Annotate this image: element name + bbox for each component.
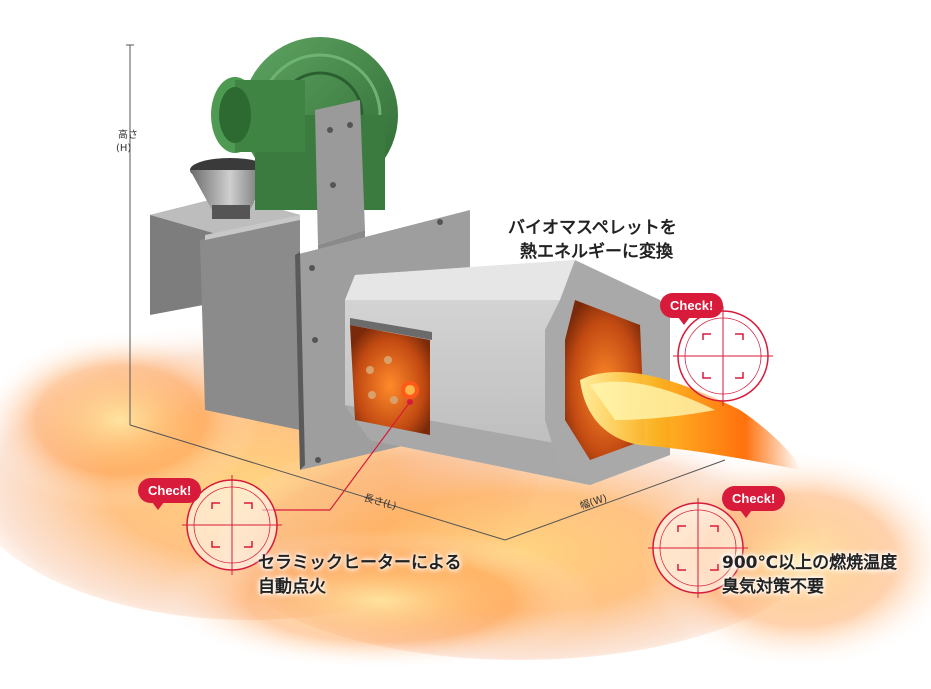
check-badge-2: Check! [138,478,202,510]
feature-heater-line1: セラミックヒーターによる [258,553,462,573]
feature-temp-line1: 900℃以上の燃焼温度 [722,553,898,573]
rear-housing [150,195,300,430]
feature-heater-line2: 自動点火 [258,577,326,597]
feature-temp-line2: 臭気対策不要 [722,577,824,597]
target-reticle-3 [648,498,748,598]
height-symbol: (H) [116,143,132,154]
feature-pellet-line2: 熱エネルギーに変換 [520,242,673,262]
target-reticle-2 [182,475,282,575]
height-label: 高さ [118,130,138,141]
feature-pellet-line1: バイオマスペレットを [508,218,677,238]
check-badge-1: Check! [660,293,724,325]
dimension-lines [126,44,726,541]
combustion-tube [345,260,670,485]
pellet-hopper [190,158,270,219]
flame [580,371,800,470]
target-reticle-1 [673,306,773,406]
check-badge-3: Check! [722,486,786,518]
